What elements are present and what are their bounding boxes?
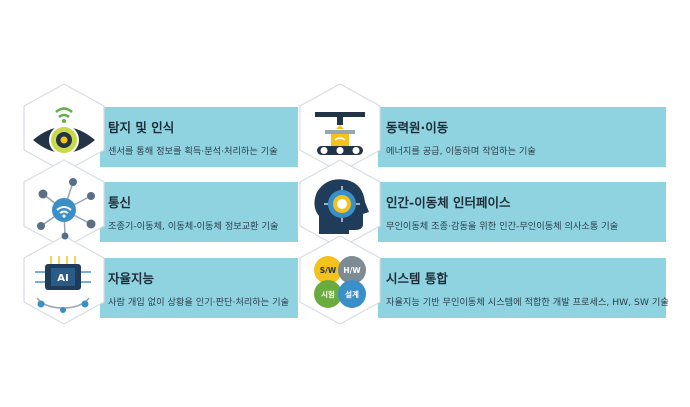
title-communication: 통신 <box>108 195 132 210</box>
desc-communication: 조종기-이동체, 이동체-이동체 정보교환 기술 <box>108 221 279 232</box>
quadrant-hw-label: H/W <box>343 266 361 275</box>
svg-text:AI: AI <box>57 273 68 284</box>
desc-autonomy: 사람 개입 없이 상황을 인기·판단·처리하는 기술 <box>108 297 290 308</box>
title-power: 동력원·이동 <box>386 120 449 135</box>
quadrant-test-label: 시험 <box>321 289 335 299</box>
band-power: 동력원·이동 에너지를 공급, 이동하며 작업하는 기술 <box>378 107 666 167</box>
desc-hmi: 무인이동체 조종·감동을 위한 인간-무인이동체 의사소통 기술 <box>386 221 619 232</box>
quadrant-design-label: 설계 <box>345 289 359 299</box>
title-hmi: 인간-이동체 인터페이스 <box>386 195 511 210</box>
desc-detection: 센서를 통해 정보를 획득·분석·처리하는 기술 <box>108 146 278 157</box>
title-integration: 시스템 통합 <box>386 271 448 286</box>
drone-vehicle-icon <box>315 112 365 155</box>
network-wifi-icon <box>37 178 96 240</box>
desc-integration: 자율지능 기반 무인이동체 시스템에 적합한 개발 프로세스, HW, SW 기… <box>386 297 669 308</box>
title-detection: 탐지 및 인식 <box>108 120 175 135</box>
system-quadrant-icon: S/W H/W 시험 설계 <box>314 256 366 308</box>
band-communication: 통신 조종기-이동체, 이동체-이동체 정보교환 기술 <box>100 182 298 242</box>
title-autonomy: 자율지능 <box>108 271 155 286</box>
band-hmi: 인간-이동체 인터페이스 무인이동체 조종·감동을 위한 인간-무인이동체 의사… <box>378 182 666 242</box>
desc-power: 에너지를 공급, 이동하며 작업하는 기술 <box>386 146 536 157</box>
band-autonomy: 자율지능 사람 개입 없이 상황을 인기·판단·처리하는 기술 <box>100 258 298 318</box>
band-detection: 탐지 및 인식 센서를 통해 정보를 획득·분석·처리하는 기술 <box>100 107 298 167</box>
eye-sensor-icon <box>33 107 95 155</box>
human-head-interface-icon <box>314 179 369 234</box>
ai-chip-icon: AI <box>35 256 91 313</box>
quadrant-sw-label: S/W <box>320 266 337 275</box>
band-integration: 시스템 통합 자율지능 기반 무인이동체 시스템에 적합한 개발 프로세스, H… <box>378 258 669 318</box>
